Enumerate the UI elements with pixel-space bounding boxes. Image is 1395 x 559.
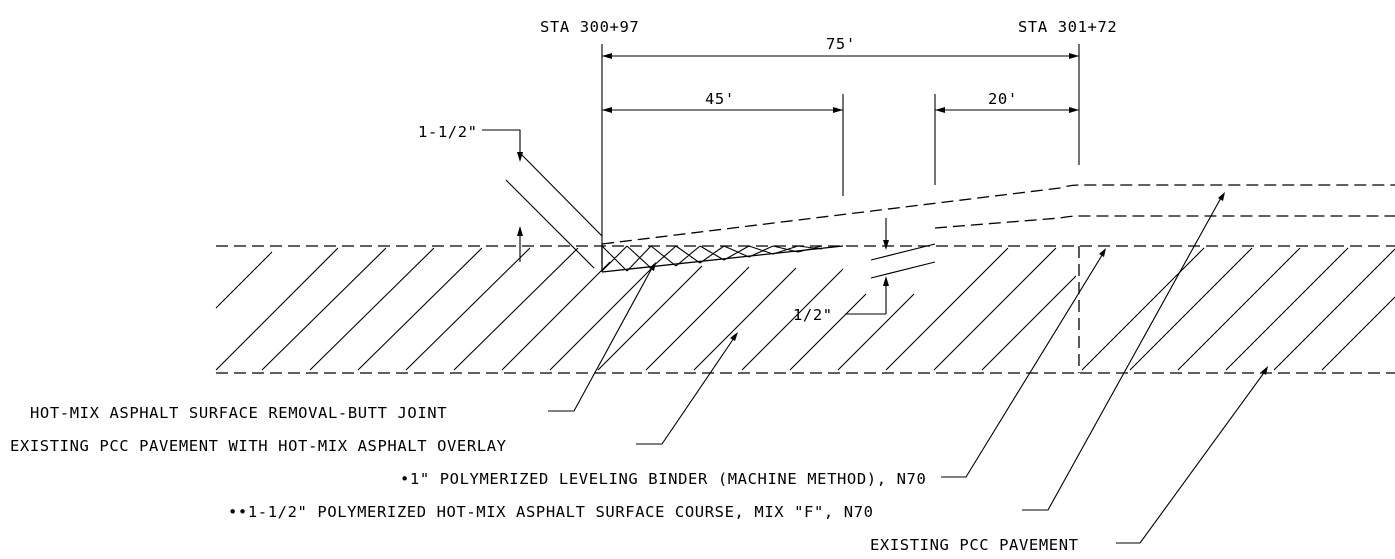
binder-thickness-label: 1/2" (793, 306, 833, 324)
surface-thickness-callout: 1-1/2" (418, 123, 603, 269)
dimension-overall: 75' (601, 35, 1080, 264)
callout-butt-joint: HOT-MIX ASPHALT SURFACE REMOVAL-BUTT JOI… (30, 262, 656, 422)
dimension-overall-label: 75' (826, 35, 856, 53)
existing-pavement-outline (216, 245, 1395, 374)
callout-surface-course: ••1-1/2" POLYMERIZED HOT-MIX ASPHALT SUR… (228, 192, 1225, 521)
station-label-left: STA 300+97 (540, 18, 639, 36)
dimension-left-taper: 45' (602, 90, 844, 196)
callout-existing-overlay: EXISTING PCC PAVEMENT WITH HOT-MIX ASPHA… (10, 332, 738, 455)
callout-butt-joint-text: HOT-MIX ASPHALT SURFACE REMOVAL-BUTT JOI… (30, 404, 447, 422)
callout-leveling-binder-text: •1" POLYMERIZED LEVELING BINDER (MACHINE… (400, 470, 926, 488)
existing-pavement-hatch (215, 247, 1395, 371)
butt-joint-crosshatch (601, 245, 823, 272)
dimension-right-taper: 20' (934, 90, 1079, 185)
binder-thickness-callout: 1/2" (793, 218, 936, 324)
callout-existing-pcc-text: EXISTING PCC PAVEMENT (870, 536, 1079, 554)
dimension-right-taper-label: 20' (988, 90, 1018, 108)
new-overlay-profile (601, 184, 1395, 273)
dimension-left-taper-label: 45' (705, 90, 735, 108)
station-label-right: STA 301+72 (1018, 18, 1117, 36)
callout-existing-overlay-text: EXISTING PCC PAVEMENT WITH HOT-MIX ASPHA… (10, 437, 507, 455)
callout-surface-course-text: ••1-1/2" POLYMERIZED HOT-MIX ASPHALT SUR… (228, 503, 874, 521)
callout-leveling-binder: •1" POLYMERIZED LEVELING BINDER (MACHINE… (400, 248, 1106, 488)
callout-existing-pcc: EXISTING PCC PAVEMENT (870, 366, 1268, 554)
surface-thickness-label: 1-1/2" (418, 123, 478, 141)
